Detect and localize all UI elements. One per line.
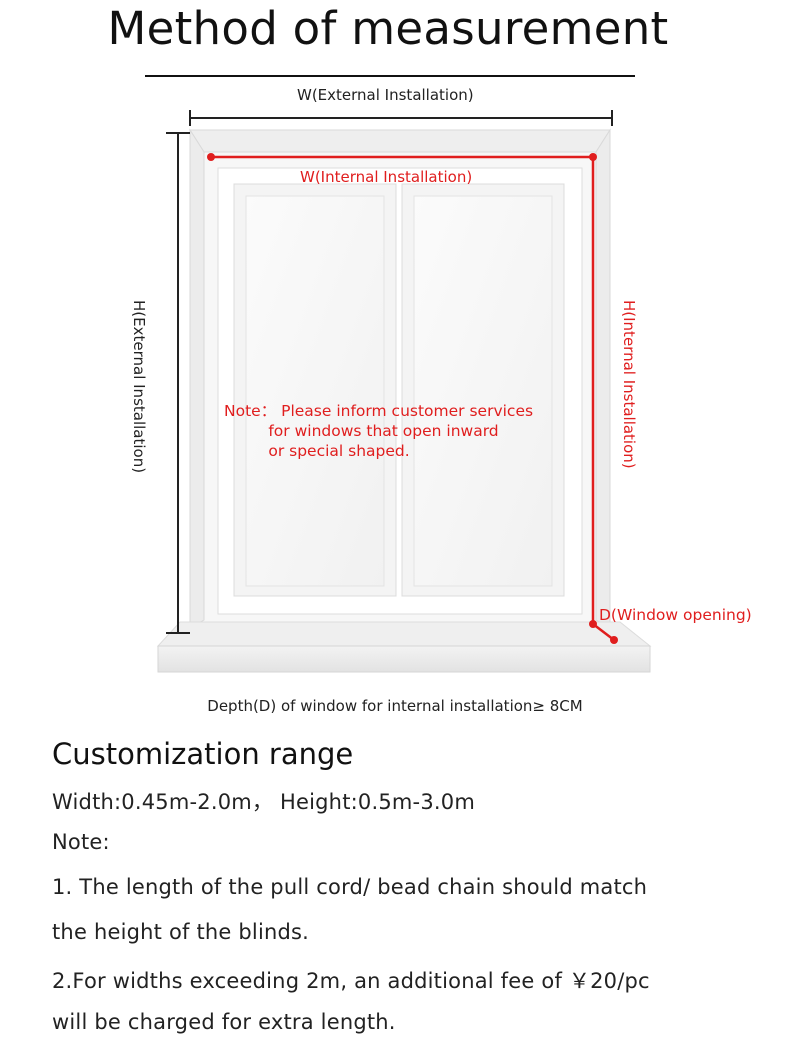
internal-measurement-lines [211,155,615,641]
external-width-label: W(External Installation) [297,86,474,104]
window-pane-right [413,195,553,587]
external-height-label: H(External Installation) [130,300,148,474]
measure-point-bottom-right [589,620,597,628]
note-2-line-2: will be charged for extra length. [52,1010,396,1034]
size-range-text: Width:0.45m-2.0m， Height:0.5m-3.0m [52,790,475,814]
measure-point-top-right [589,153,597,161]
window-pane-left [245,195,385,587]
window-sash [217,167,583,615]
internal-height-label: H(Internal Installation) [620,300,638,469]
note-2-line-1: 2.For widths exceeding 2m, an additional… [52,969,650,993]
external-height-dimension [166,132,190,634]
depth-label: D(Window opening) [599,606,752,624]
inward-window-note: Note： Please inform customer services fo… [224,402,534,460]
page-title: Method of measurement [107,2,669,55]
note-label: Note: [52,830,110,854]
internal-width-label: W(Internal Installation) [300,168,473,186]
window-sill [156,621,652,673]
customization-heading: Customization range [52,737,354,771]
window-diagram [156,110,652,673]
measure-point-top-left [207,153,215,161]
measure-point-depth [610,636,618,644]
note-1-line-1: 1. The length of the pull cord/ bead cha… [52,875,648,899]
title-divider [145,75,635,77]
depth-caption: Depth(D) of window for internal installa… [207,697,583,715]
external-width-dimension [189,110,613,126]
note-1-line-2: the height of the blinds. [52,920,310,944]
